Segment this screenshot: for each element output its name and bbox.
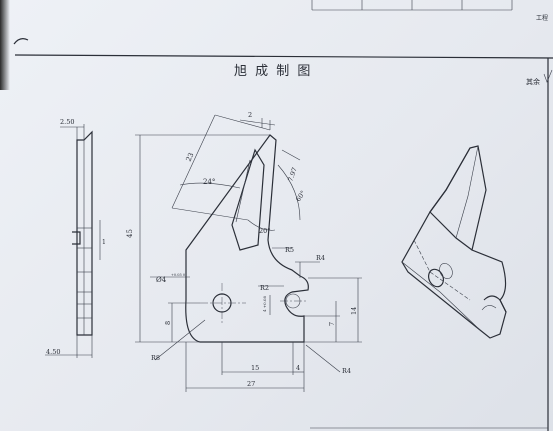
- dim-total-height: 45: [126, 229, 134, 238]
- side-dim-side: 1: [102, 239, 106, 246]
- corner-mark: [13, 38, 29, 45]
- dim-hole: Ø4: [156, 276, 167, 284]
- side-dim-bottom: 4.50: [46, 348, 60, 356]
- dim-r5: R5: [285, 246, 294, 254]
- corner-right-label: 其余: [526, 77, 540, 86]
- dim-20deg: 20°: [259, 227, 271, 235]
- front-view: [135, 114, 362, 392]
- dim-r4-bottom: R4: [342, 367, 351, 375]
- corner-top-label: 工程: [536, 14, 548, 22]
- dim-2: 2: [248, 111, 252, 119]
- dim-r8: R8: [151, 354, 160, 362]
- dim-15: 15: [251, 364, 259, 372]
- side-view: [45, 124, 101, 358]
- dim-r2: R2: [260, 284, 269, 292]
- title-table-fragment: [311, 0, 513, 11]
- dim-60deg: 60°: [294, 189, 307, 203]
- dim-27: 27: [247, 380, 255, 388]
- dim-14: 14: [350, 307, 358, 315]
- dim-23: 23: [185, 151, 196, 162]
- page-edge-shadow: [0, 0, 10, 90]
- roughness-symbol: [543, 69, 553, 83]
- dim-7: 7: [328, 322, 336, 326]
- dim-24deg: 24°: [203, 178, 215, 186]
- dim-4: 4: [296, 364, 300, 372]
- dim-8: 8: [164, 321, 172, 325]
- frame-top-line: [14, 54, 553, 59]
- drawing-title: 旭 成 制 图: [234, 64, 312, 79]
- dim-hole-tol: +0.05 0: [171, 273, 185, 277]
- isometric-view: [401, 145, 507, 339]
- side-dim-top: 2.50: [60, 118, 74, 126]
- dim-7-97: 7.97: [286, 166, 298, 182]
- dim-r4-top: R4: [316, 254, 325, 262]
- dim-slot-tol: 4 +0.08: [262, 295, 267, 312]
